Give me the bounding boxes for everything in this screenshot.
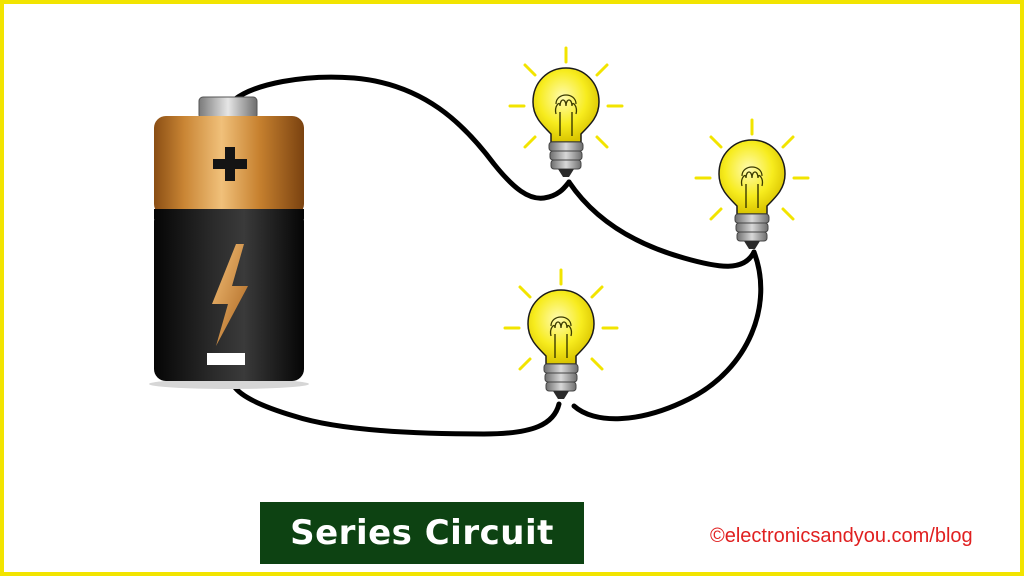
battery-icon (149, 96, 309, 389)
light-bulb-icon (503, 268, 619, 401)
lightning-bolt-icon (212, 244, 248, 346)
light-bulb-icon (694, 118, 810, 251)
wire-bulb-2-to-bulb-3 (571, 249, 764, 422)
wire-bulb-1-to-bulb-2 (566, 179, 757, 269)
light-bulb-icon (508, 46, 624, 179)
wire-bulb-3-to-battery-negative (231, 383, 562, 437)
plus-sign-icon (213, 147, 247, 181)
title-banner: Series Circuit (260, 502, 584, 564)
series-circuit-diagram (149, 46, 810, 437)
wire-battery-positive-to-bulb-1 (231, 74, 572, 201)
minus-sign-icon (207, 353, 245, 365)
credit-text: ©electronicsandyou.com/blog (710, 525, 973, 547)
diagram-title: Series Circuit (290, 513, 554, 553)
